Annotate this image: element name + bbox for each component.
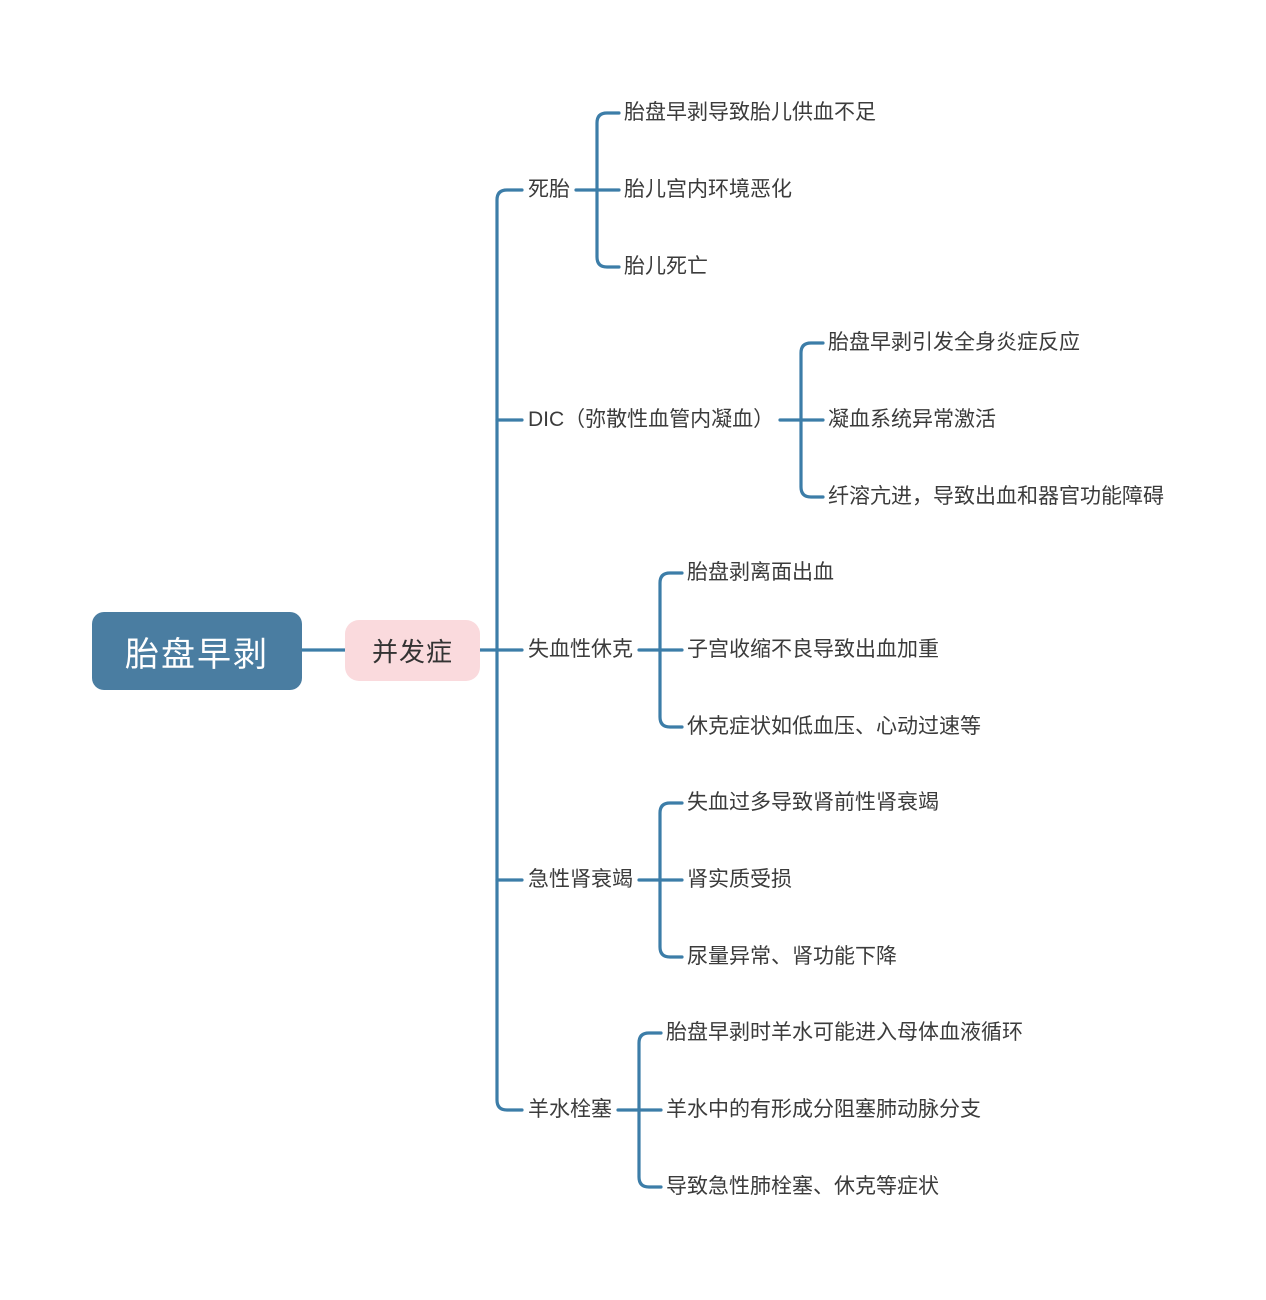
leaf-node[interactable]: 导致急性肺栓塞、休克等症状 xyxy=(666,1174,939,1198)
leaf-node[interactable]: 失血过多导致肾前性肾衰竭 xyxy=(687,790,939,814)
leaf-node[interactable]: 羊水中的有形成分阻塞肺动脉分支 xyxy=(666,1097,981,1121)
leaf-node[interactable]: 胎盘早剥时羊水可能进入母体血液循环 xyxy=(666,1020,1023,1044)
leaf-node[interactable]: 胎盘剥离面出血 xyxy=(687,560,834,584)
leaf-node[interactable]: 纤溶亢进，导致出血和器官功能障碍 xyxy=(828,484,1164,508)
hub-node-complications[interactable]: 并发症 xyxy=(345,620,480,681)
connector-line xyxy=(799,341,825,499)
leaf-node[interactable]: 凝血系统异常激活 xyxy=(828,407,996,431)
leaf-node[interactable]: 胎盘早剥引发全身炎症反应 xyxy=(828,330,1080,354)
connector-line xyxy=(637,1031,663,1189)
connector-line xyxy=(595,111,621,269)
leaf-node[interactable]: 尿量异常、肾功能下降 xyxy=(687,944,897,968)
root-node[interactable]: 胎盘早剥 xyxy=(92,612,302,690)
leaf-node[interactable]: 胎盘早剥导致胎儿供血不足 xyxy=(624,100,876,124)
branch-node-2[interactable]: DIC（弥散性血管内凝血） xyxy=(528,407,775,431)
leaf-node[interactable]: 胎儿死亡 xyxy=(624,254,708,278)
branch-node-1[interactable]: 死胎 xyxy=(528,177,570,201)
root-node-label: 胎盘早剥 xyxy=(125,635,269,674)
leaf-node[interactable]: 肾实质受损 xyxy=(687,867,792,891)
branch-node-4[interactable]: 急性肾衰竭 xyxy=(528,867,633,891)
leaf-node[interactable]: 休克症状如低血压、心动过速等 xyxy=(687,714,981,738)
branch-node-5[interactable]: 羊水栓塞 xyxy=(528,1097,612,1121)
hub-node-label: 并发症 xyxy=(371,637,453,667)
leaf-node[interactable]: 子宫收缩不良导致出血加重 xyxy=(687,637,939,661)
connector-line xyxy=(658,801,684,959)
branch-node-3[interactable]: 失血性休克 xyxy=(528,637,633,661)
leaf-node[interactable]: 胎儿宫内环境恶化 xyxy=(624,177,792,201)
connector-line xyxy=(658,571,684,729)
